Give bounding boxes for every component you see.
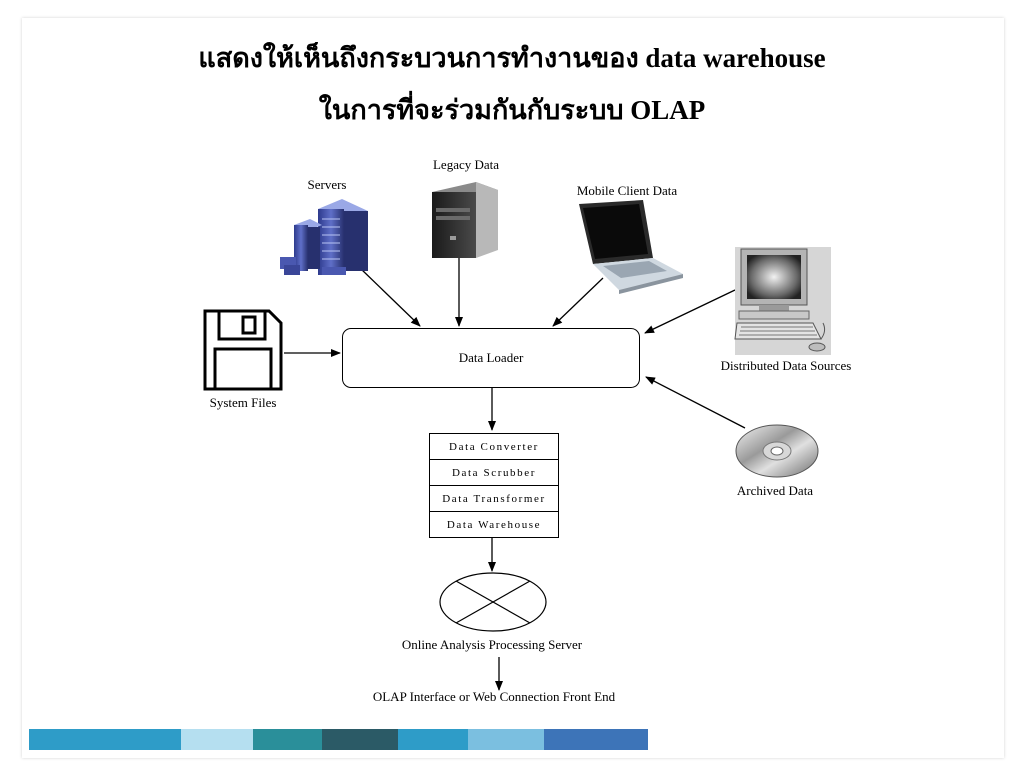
slide-title-line1: แสดงให้เห็นถึงกระบวนการทำงานของ data war… xyxy=(198,43,826,73)
data-converter-row: Data Converter xyxy=(449,440,539,453)
system-files-label: System Files xyxy=(209,395,277,410)
stripe-segment xyxy=(544,729,648,750)
data-transformer-row: Data Transformer xyxy=(430,485,558,511)
desktop-computer-icon xyxy=(734,247,831,355)
stripe-segment xyxy=(181,729,253,750)
olap-server-label: Online Analysis Processing Server xyxy=(401,637,583,652)
mobile-client-data-label: Mobile Client Data xyxy=(576,183,678,198)
footer-color-stripe xyxy=(29,729,648,750)
floppy-disk-icon xyxy=(203,309,283,391)
servers-label: Servers xyxy=(307,177,347,192)
stripe-segment xyxy=(322,729,398,750)
processing-stack: Data Converter Data Scrubber Data Transf… xyxy=(429,433,559,538)
stripe-segment xyxy=(468,729,544,750)
slide xyxy=(22,18,1004,758)
data-warehouse-row: Data Warehouse xyxy=(430,511,558,537)
data-scrubber-row: Data Scrubber xyxy=(430,459,558,485)
data-loader-label: Data Loader xyxy=(458,350,524,365)
stripe-segment xyxy=(29,729,181,750)
legacy-data-label: Legacy Data xyxy=(432,157,500,172)
front-end-label: OLAP Interface or Web Connection Front E… xyxy=(372,689,616,704)
slide-title-line2: ในการที่จะร่วมกันกับระบบ OLAP xyxy=(318,95,706,125)
legacy-tower-icon xyxy=(432,182,498,258)
archived-data-label: Archived Data xyxy=(736,483,814,498)
data-loader-box: Data Loader xyxy=(342,328,640,388)
distributed-data-sources-label: Distributed Data Sources xyxy=(720,358,852,373)
servers-icon xyxy=(280,199,368,275)
stripe-segment xyxy=(398,729,468,750)
cd-disc-icon xyxy=(735,424,819,478)
olap-server-symbol xyxy=(439,572,547,632)
laptop-icon xyxy=(579,200,683,294)
stripe-segment xyxy=(253,729,322,750)
